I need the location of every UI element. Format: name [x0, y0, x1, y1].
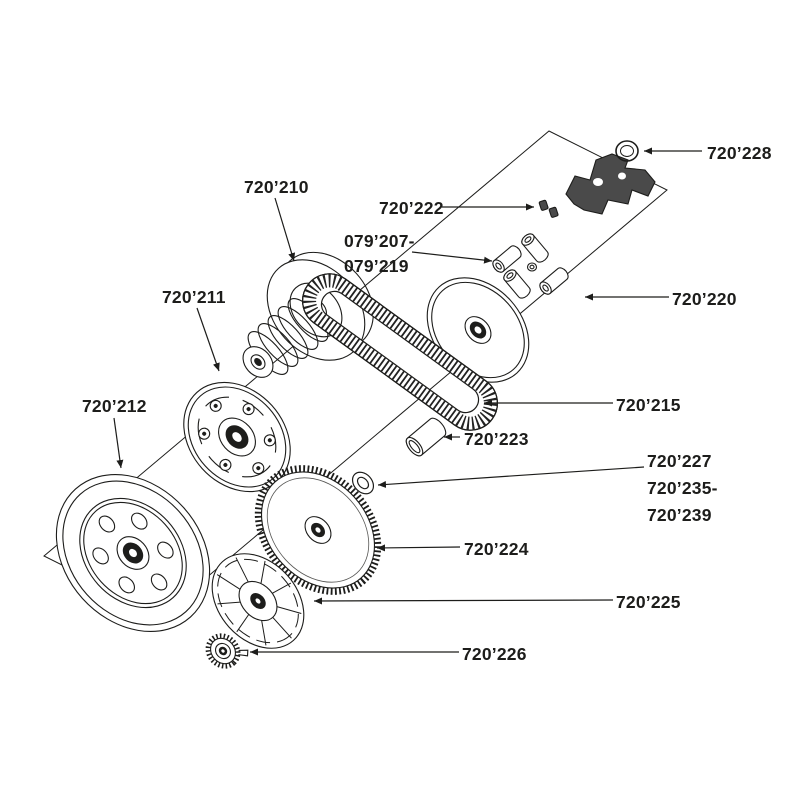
part-label-roller-range: 079’207- 079’219: [344, 229, 415, 279]
part-label-720215: 720’215: [616, 395, 681, 415]
shim-washer: [351, 471, 375, 495]
part-label-washer-range: 720’227 720’235- 720’239: [647, 448, 718, 529]
spacer-bushing: [405, 417, 447, 457]
leader-720210: [274, 197, 296, 262]
leader-079207: [411, 251, 493, 264]
clutch-drum: [55, 473, 211, 633]
one-way-starter-gear: [205, 633, 249, 669]
part-label-720223: 720’223: [464, 429, 529, 449]
part-label-720227: 720’227: [647, 451, 712, 471]
leader-720227: [377, 466, 645, 488]
variator-assembly: [426, 153, 656, 383]
v-belt: [302, 273, 498, 431]
starter-ring-gear: [254, 465, 382, 595]
part-label-720235: 720’235-: [647, 478, 718, 498]
leader-720225: [313, 597, 614, 605]
fan-drive-face: [211, 553, 305, 649]
clutch-shoe-assembly: [183, 381, 291, 493]
part-label-720211: 720’211: [162, 287, 226, 307]
part-label-720224: 720’224: [464, 539, 529, 559]
clutch-bolts: [198, 399, 276, 475]
part-label-720210: 720’210: [244, 177, 309, 197]
part-label-720222: 720’222: [379, 198, 444, 218]
part-label-720239: 720’239: [647, 505, 712, 525]
part-label-079207: 079’207-: [344, 231, 415, 251]
variator-ramp-plate: [565, 153, 656, 215]
part-label-079219: 079’219: [344, 256, 409, 276]
drum-holes: [92, 512, 174, 594]
leader-720211: [196, 307, 220, 372]
circlip-ring: [615, 140, 639, 162]
part-label-720225: 720’225: [616, 592, 681, 612]
slider-guides: [538, 199, 559, 218]
part-label-720220: 720’220: [672, 289, 737, 309]
leader-720212: [113, 417, 124, 469]
part-label-720226: 720’226: [462, 644, 527, 664]
variator-rollers: [492, 233, 569, 299]
part-label-720228: 720’228: [707, 143, 772, 163]
part-label-720212: 720’212: [82, 396, 147, 416]
fan-blades: [216, 557, 302, 646]
leader-lines: [113, 147, 702, 656]
leader-720224: [376, 544, 461, 552]
